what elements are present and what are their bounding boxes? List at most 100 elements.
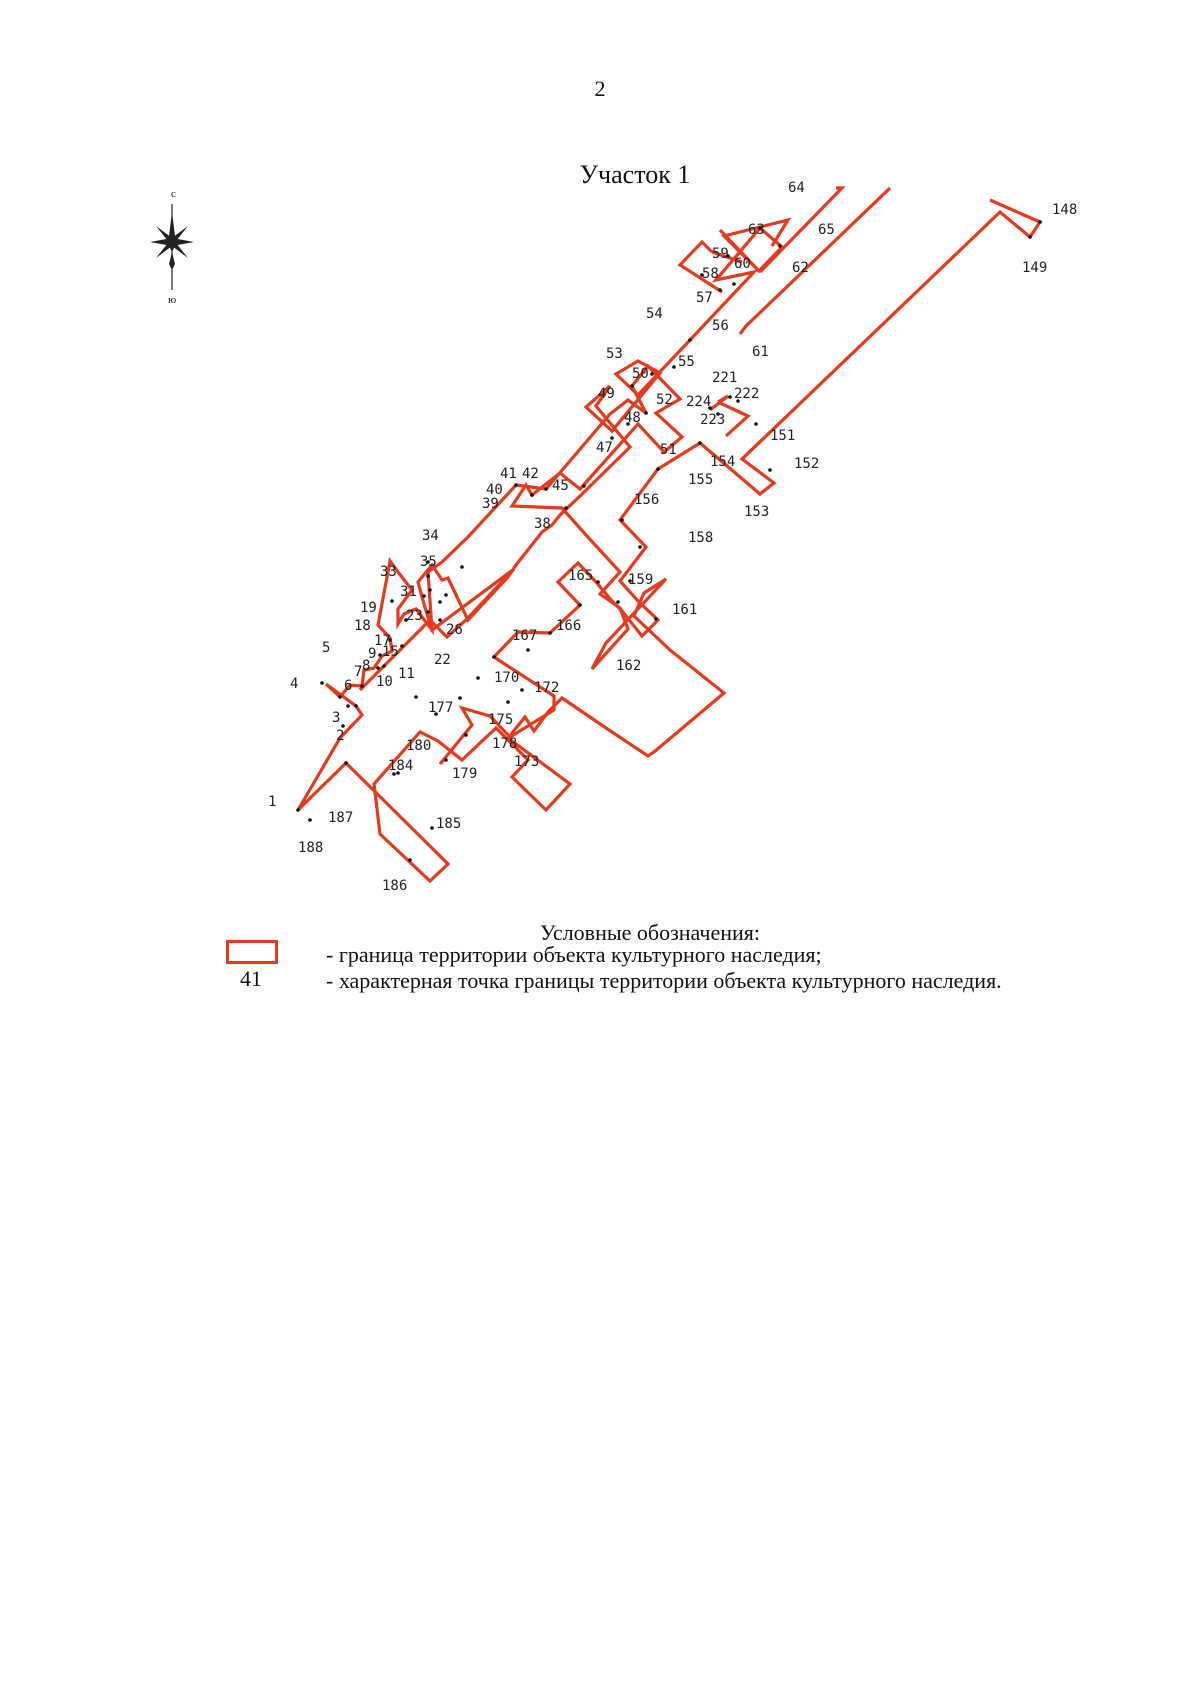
point-label-149: 149: [1022, 260, 1047, 276]
boundary-point-marker: [430, 826, 434, 830]
boundary-point-marker: [346, 704, 350, 708]
boundary-segment: [717, 400, 751, 438]
boundary-point-marker: [708, 406, 712, 410]
boundary-point-marker: [341, 724, 345, 728]
boundary-point-marker: [700, 273, 704, 277]
point-label-6: 6: [344, 678, 352, 694]
boundary-point-marker: [408, 858, 412, 862]
boundary-point-marker: [422, 594, 426, 598]
legend-point-label: - характерная точка границы территории о…: [326, 968, 1002, 993]
boundary-point-marker: [434, 712, 438, 716]
point-label-35: 35: [420, 554, 437, 570]
point-label-39: 39: [482, 496, 499, 512]
point-label-48: 48: [624, 410, 641, 426]
point-label-221: 221: [712, 370, 737, 386]
point-label-177: 177: [428, 700, 453, 716]
boundary-point-marker: [390, 599, 394, 603]
point-label-60: 60: [734, 256, 751, 272]
point-label-41: 41: [500, 466, 517, 482]
boundary-point-marker: [778, 244, 782, 248]
boundary-segment: [296, 363, 727, 884]
point-label-54: 54: [646, 306, 663, 322]
point-label-1: 1: [268, 794, 276, 810]
point-label-165: 165: [568, 568, 593, 584]
boundary-point-marker: [360, 684, 364, 688]
boundary-point-marker: [616, 600, 620, 604]
boundary-point-marker: [506, 700, 510, 704]
boundary-point-marker: [564, 506, 568, 510]
boundary-point-marker: [728, 395, 732, 399]
boundary-point-marker: [626, 422, 630, 426]
boundary-point-marker: [530, 493, 534, 497]
boundary-point-marker: [650, 372, 654, 376]
point-label-57: 57: [696, 290, 713, 306]
boundary-point-marker: [458, 696, 462, 700]
boundary-point-marker: [596, 580, 600, 584]
boundary-points: [296, 220, 1042, 862]
point-label-18: 18: [354, 618, 371, 634]
legend-boundary-swatch: [226, 940, 278, 964]
boundary-point-marker: [426, 560, 430, 564]
point-label-187: 187: [328, 810, 353, 826]
boundary-point-marker: [392, 772, 396, 776]
point-label-26: 26: [446, 622, 463, 638]
point-label-153: 153: [744, 504, 769, 520]
boundary-point-marker: [428, 588, 432, 592]
point-label-179: 179: [452, 766, 477, 782]
boundary-point-marker: [732, 282, 736, 286]
point-label-185: 185: [436, 816, 461, 832]
boundary-point-marker: [610, 436, 614, 440]
boundary-segment: [709, 394, 729, 412]
boundary-point-marker: [444, 593, 448, 597]
point-label-52: 52: [656, 392, 673, 408]
point-label-15: 15: [382, 644, 399, 660]
boundary-point-marker: [718, 288, 722, 292]
point-label-223: 223: [700, 412, 725, 428]
point-label-56: 56: [712, 318, 729, 334]
boundary-segment: [358, 225, 785, 692]
point-label-222: 222: [734, 386, 759, 402]
point-label-38: 38: [534, 516, 551, 532]
boundary-point-marker: [414, 695, 418, 699]
point-label-8: 8: [362, 658, 370, 674]
boundary-point-marker: [582, 484, 586, 488]
point-label-34: 34: [422, 528, 439, 544]
boundary-segment: [438, 198, 1043, 766]
point-label-10: 10: [376, 674, 393, 690]
point-label-172: 172: [534, 680, 559, 696]
point-label-53: 53: [606, 346, 623, 362]
point-label-47: 47: [596, 440, 613, 456]
boundary-point-marker: [476, 676, 480, 680]
boundary-point-marker: [388, 638, 392, 642]
point-label-158: 158: [688, 530, 713, 546]
point-label-224: 224: [686, 394, 711, 410]
point-label-7: 7: [354, 664, 362, 680]
boundary-point-marker: [644, 411, 648, 415]
point-label-55: 55: [678, 354, 695, 370]
point-label-178: 178: [492, 736, 517, 752]
compass-south-letter: ю: [168, 294, 177, 306]
boundary-point-marker: [514, 483, 518, 487]
boundary-point-marker: [464, 733, 468, 737]
point-label-152: 152: [794, 456, 819, 472]
boundary-point-marker: [548, 631, 552, 635]
boundary-point-marker: [628, 579, 632, 583]
point-label-63: 63: [748, 222, 765, 238]
legend-boundary-label: - граница территории объекта культурного…: [326, 942, 822, 967]
compass-rose-icon: [150, 204, 194, 290]
point-label-22: 22: [434, 652, 451, 668]
boundary-point-marker: [404, 618, 408, 622]
boundary-point-marker: [382, 664, 386, 668]
point-label-31: 31: [400, 584, 417, 600]
boundary-point-marker: [396, 771, 400, 775]
point-label-161: 161: [672, 602, 697, 618]
boundary-point-marker: [630, 384, 634, 388]
point-label-50: 50: [632, 366, 649, 382]
point-label-2: 2: [336, 728, 344, 744]
boundary-point-marker: [698, 441, 702, 445]
boundary-point-marker: [526, 648, 530, 652]
boundary-point-marker: [544, 487, 548, 491]
boundary-lines: [296, 186, 1043, 884]
point-label-19: 19: [360, 600, 377, 616]
point-label-162: 162: [616, 658, 641, 674]
